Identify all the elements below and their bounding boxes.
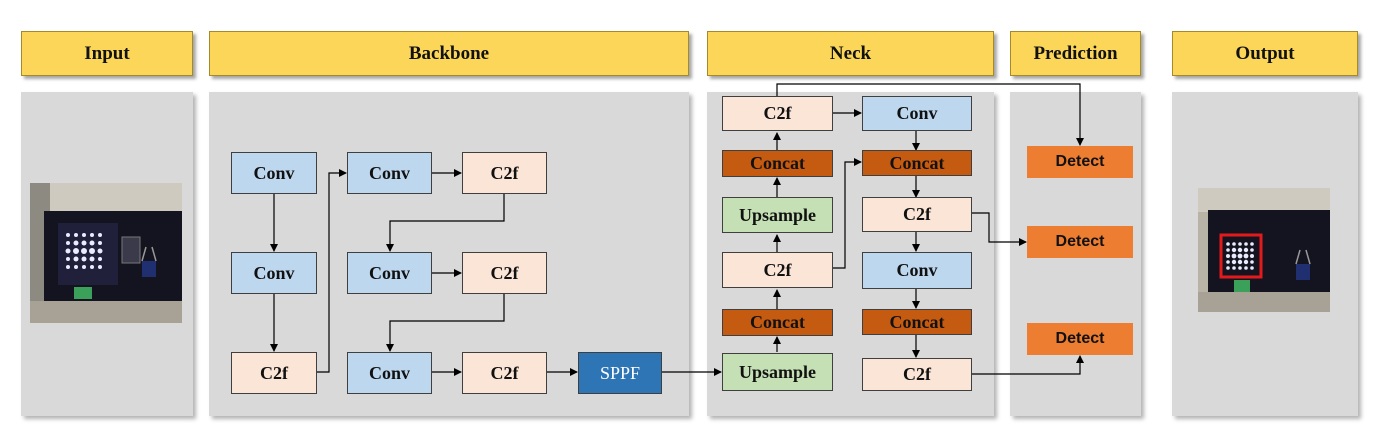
neck-right-concat-bottom: Concat xyxy=(862,309,972,335)
prediction-detect-2: Detect xyxy=(1027,226,1133,258)
backbone-c2f-3: C2f xyxy=(462,252,547,294)
header-input: Input xyxy=(21,31,193,76)
backbone-conv-2: Conv xyxy=(231,252,317,294)
header-output: Output xyxy=(1172,31,1358,76)
input-image xyxy=(30,183,182,323)
prediction-detect-3: Detect xyxy=(1027,323,1133,355)
header-prediction: Prediction xyxy=(1010,31,1141,76)
neck-right-conv-top: Conv xyxy=(862,96,972,131)
neck-left-c2f-top: C2f xyxy=(722,96,833,131)
backbone-conv-3: Conv xyxy=(347,152,432,194)
neck-left-concat-top: Concat xyxy=(722,150,833,177)
backbone-conv-4: Conv xyxy=(347,252,432,294)
backbone-c2f-1: C2f xyxy=(231,352,317,394)
neck-left-upsample-bottom: Upsample xyxy=(722,353,833,391)
neck-left-concat-bottom: Concat xyxy=(722,309,833,336)
backbone-c2f-4: C2f xyxy=(462,352,547,394)
header-neck: Neck xyxy=(707,31,994,76)
neck-right-concat-top: Concat xyxy=(862,150,972,176)
neck-right-c2f-top: C2f xyxy=(862,197,972,232)
backbone-conv-1: Conv xyxy=(231,152,317,194)
neck-right-c2f-bottom: C2f xyxy=(862,358,972,391)
backbone-conv-5: Conv xyxy=(347,352,432,394)
header-backbone: Backbone xyxy=(209,31,689,76)
neck-left-c2f-mid: C2f xyxy=(722,252,833,288)
prediction-detect-1: Detect xyxy=(1027,146,1133,178)
output-image xyxy=(1198,188,1330,312)
neck-left-upsample-top: Upsample xyxy=(722,197,833,233)
backbone-c2f-2: C2f xyxy=(462,152,547,194)
neck-right-conv-mid: Conv xyxy=(862,252,972,289)
backbone-sppf: SPPF xyxy=(578,352,662,394)
